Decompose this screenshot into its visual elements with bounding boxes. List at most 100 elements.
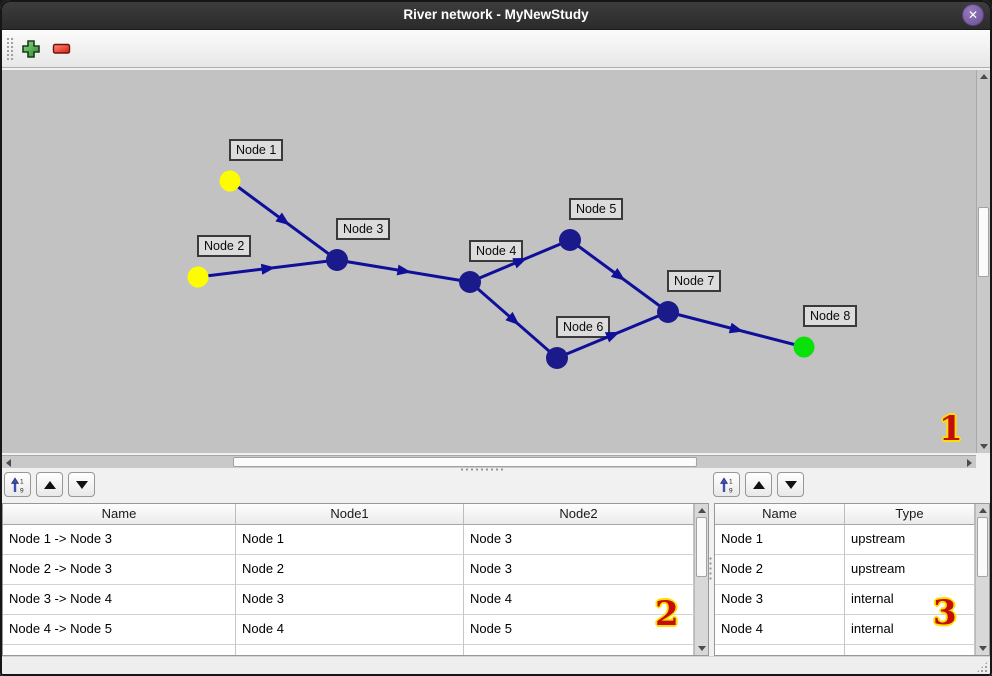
canvas-horizontal-scrollbar[interactable] [2, 455, 976, 468]
table-cell[interactable]: Node 2 -> Node 3 [3, 555, 236, 585]
scroll-down-button[interactable] [977, 440, 990, 453]
scroll-right-button[interactable] [963, 456, 976, 469]
node-label-node2[interactable]: Node 2 [197, 235, 252, 257]
table-cell[interactable]: Node 4 [715, 615, 845, 645]
edge-arrow-icon [505, 311, 520, 326]
remove-node-button[interactable] [52, 42, 72, 62]
table-cell[interactable]: Node 4 -> Node 5 [3, 615, 236, 645]
graph-node-node8[interactable] [793, 336, 815, 358]
edge-arrow-icon [260, 263, 276, 275]
links-sort-button[interactable]: 1 9 [4, 472, 31, 497]
table-cell[interactable] [715, 645, 845, 655]
table-cell[interactable]: Node 1 [715, 525, 845, 555]
plus-icon [22, 40, 40, 58]
node-label-node7[interactable]: Node 7 [667, 270, 722, 292]
river-network-canvas[interactable]: Node 1 Node 2 Node 3 Node 4 Node 5 Node 6 Node… [2, 70, 976, 453]
table-cell[interactable]: upstream [845, 555, 975, 585]
graph-node-node1[interactable] [219, 170, 241, 192]
table-cell[interactable] [236, 645, 464, 655]
links-move-down-button[interactable] [68, 472, 95, 497]
column-header[interactable]: Name [3, 504, 236, 525]
table-cell[interactable]: Node 2 [236, 555, 464, 585]
graph-node-node7[interactable] [657, 301, 679, 323]
node-label-node4[interactable]: Node 4 [469, 240, 524, 262]
links-move-up-button[interactable] [36, 472, 63, 497]
table-cell[interactable]: internal [845, 585, 975, 615]
table-cell[interactable]: Node 3 [715, 585, 845, 615]
close-button[interactable]: ✕ [962, 4, 984, 26]
table-row[interactable] [3, 645, 694, 655]
graph-node-node3[interactable] [326, 249, 348, 271]
table-cell[interactable]: Node 3 [464, 555, 694, 585]
svg-text:9: 9 [729, 487, 733, 493]
vertical-splitter-handle[interactable] [708, 556, 714, 582]
toolbar-drag-handle[interactable] [6, 37, 15, 62]
table-cell[interactable]: Node 4 [236, 615, 464, 645]
up-arrow-icon [978, 508, 987, 513]
table-cell[interactable]: Node 4 [464, 585, 694, 615]
edge-Node5-Node7[interactable] [569, 238, 669, 314]
up-arrow-icon [43, 480, 56, 489]
node-label-node3[interactable]: Node 3 [336, 218, 391, 240]
node-label-node5[interactable]: Node 5 [569, 198, 624, 220]
table-cell[interactable]: Node 3 [464, 525, 694, 555]
scroll-up-button[interactable] [977, 70, 990, 83]
add-node-button[interactable] [21, 39, 41, 59]
scroll-down-button[interactable] [695, 642, 708, 655]
graph-node-node5[interactable] [559, 229, 581, 251]
table-cell[interactable]: Node 3 [236, 585, 464, 615]
scroll-down-button[interactable] [976, 642, 989, 655]
table-cell[interactable]: Node 1 -> Node 3 [3, 525, 236, 555]
edge-Node3-Node4[interactable] [336, 258, 471, 284]
column-header[interactable]: Name [715, 504, 845, 525]
table-cell[interactable]: upstream [845, 525, 975, 555]
table-cell[interactable]: internal [845, 615, 975, 645]
table-cell[interactable]: Node 1 [236, 525, 464, 555]
scroll-up-button[interactable] [976, 504, 989, 517]
title-bar[interactable]: River network - MyNewStudy ✕ [0, 0, 992, 30]
edge-Node4-Node6[interactable] [469, 280, 558, 360]
edge-arrow-icon [610, 268, 626, 281]
node-label-node8[interactable]: Node 8 [803, 305, 858, 327]
vertical-scroll-thumb[interactable] [978, 207, 989, 277]
vertical-scroll-thumb[interactable] [977, 517, 988, 577]
nodes-move-up-button[interactable] [745, 472, 772, 497]
graph-node-node4[interactable] [459, 271, 481, 293]
nodes-sort-button[interactable]: 1 9 [713, 472, 740, 497]
column-header[interactable]: Node1 [236, 504, 464, 525]
table-row[interactable] [715, 645, 975, 655]
horizontal-splitter-handle[interactable] [460, 467, 504, 472]
column-header[interactable]: Type [845, 504, 975, 525]
node-label-node1[interactable]: Node 1 [229, 139, 284, 161]
scroll-up-button[interactable] [695, 504, 708, 517]
table-cell[interactable]: Node 5 [464, 615, 694, 645]
horizontal-scroll-thumb[interactable] [233, 457, 697, 467]
nodes-move-down-button[interactable] [777, 472, 804, 497]
table-cell[interactable] [845, 645, 975, 655]
table-cell[interactable]: Node 2 [715, 555, 845, 585]
down-arrow-icon [75, 480, 88, 489]
nodes-table-scrollbar[interactable] [975, 504, 989, 655]
vertical-scroll-thumb[interactable] [696, 517, 707, 577]
table-cell[interactable]: Node 3 -> Node 4 [3, 585, 236, 615]
table-cell[interactable] [464, 645, 694, 655]
edge-Node2-Node3[interactable] [197, 258, 338, 279]
links-table-scrollbar[interactable] [694, 504, 708, 655]
canvas-vertical-scrollbar[interactable] [976, 70, 990, 453]
graph-node-node2[interactable] [187, 266, 209, 288]
column-header[interactable]: Node2 [464, 504, 694, 525]
table-cell[interactable] [3, 645, 236, 655]
node-label-node6[interactable]: Node 6 [556, 316, 611, 338]
scroll-left-button[interactable] [2, 456, 15, 469]
edge-Node7-Node8[interactable] [667, 310, 805, 349]
graph-node-node6[interactable] [546, 347, 568, 369]
